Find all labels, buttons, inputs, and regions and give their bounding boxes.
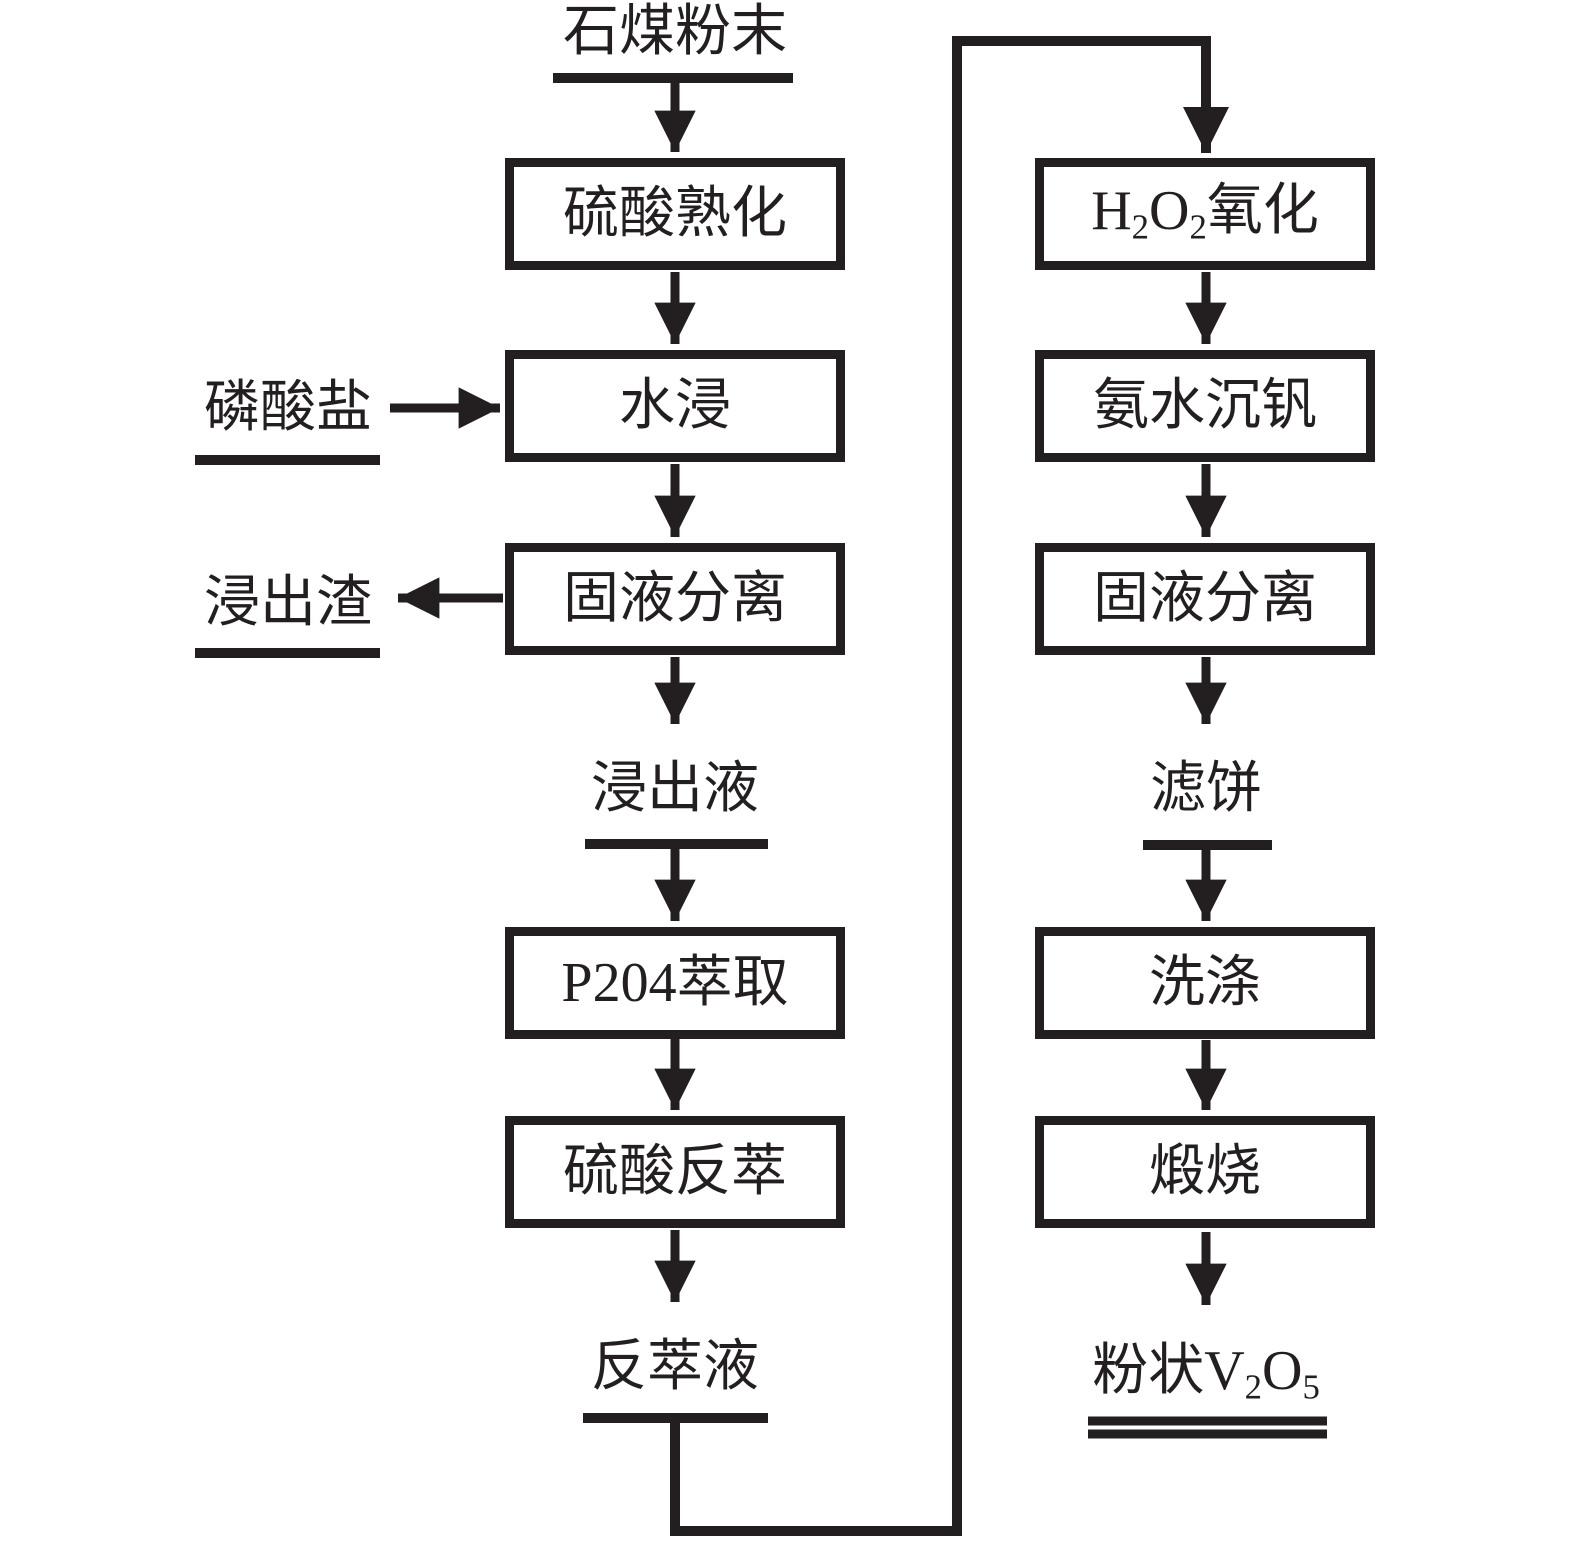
label-product-v2o5: 粉状V2O5 bbox=[1036, 1343, 1376, 1405]
box-p204-extraction-label: P204萃取 bbox=[561, 952, 789, 1014]
label-product-v2o5-text: 粉状V2O5 bbox=[1092, 1340, 1320, 1407]
label-strip-liquor: 反萃液 bbox=[555, 1339, 795, 1395]
label-filter-cake-text: 滤饼 bbox=[1150, 758, 1262, 820]
label-source-material-text: 石煤粉末 bbox=[563, 1, 787, 63]
label-leach-residue-text: 浸出渣 bbox=[204, 572, 372, 634]
box-sulfuric-acid-curing: 硫酸熟化 bbox=[505, 158, 845, 270]
label-leachate: 浸出液 bbox=[555, 761, 795, 817]
label-source-material: 石煤粉末 bbox=[505, 4, 845, 60]
box-solid-liquid-separation-left-label: 固液分离 bbox=[563, 568, 787, 630]
box-ammonia-precipitation-label: 氨水沉钒 bbox=[1093, 375, 1317, 437]
box-h2o2-oxidation: H2O2氧化 bbox=[1035, 158, 1375, 270]
connector-strip-liquor-to-oxidation bbox=[670, 36, 1229, 1536]
box-sulfuric-acid-stripping: 硫酸反萃 bbox=[505, 1116, 845, 1228]
label-strip-liquor-text: 反萃液 bbox=[591, 1336, 759, 1398]
box-water-leaching-label: 水浸 bbox=[619, 375, 731, 437]
box-calcination: 煅烧 bbox=[1035, 1116, 1375, 1228]
box-washing: 洗涤 bbox=[1035, 927, 1375, 1039]
label-phosphate-input: 磷酸盐 bbox=[168, 380, 408, 436]
box-h2o2-oxidation-label: H2O2氧化 bbox=[1091, 179, 1319, 247]
box-p204-extraction: P204萃取 bbox=[505, 927, 845, 1039]
box-sulfuric-acid-curing-label: 硫酸熟化 bbox=[563, 183, 787, 245]
box-water-leaching: 水浸 bbox=[505, 350, 845, 462]
box-solid-liquid-separation-right: 固液分离 bbox=[1035, 543, 1375, 655]
box-calcination-label: 煅烧 bbox=[1149, 1141, 1261, 1203]
label-phosphate-text: 磷酸盐 bbox=[204, 377, 372, 439]
box-solid-liquid-separation-right-label: 固液分离 bbox=[1093, 568, 1317, 630]
box-sulfuric-acid-stripping-label: 硫酸反萃 bbox=[563, 1141, 787, 1203]
box-washing-label: 洗涤 bbox=[1149, 952, 1261, 1014]
label-leach-residue: 浸出渣 bbox=[168, 575, 408, 631]
label-filter-cake: 滤饼 bbox=[1086, 761, 1326, 817]
label-leachate-text: 浸出液 bbox=[591, 758, 759, 820]
box-solid-liquid-separation-left: 固液分离 bbox=[505, 543, 845, 655]
box-ammonia-precipitation: 氨水沉钒 bbox=[1035, 350, 1375, 462]
